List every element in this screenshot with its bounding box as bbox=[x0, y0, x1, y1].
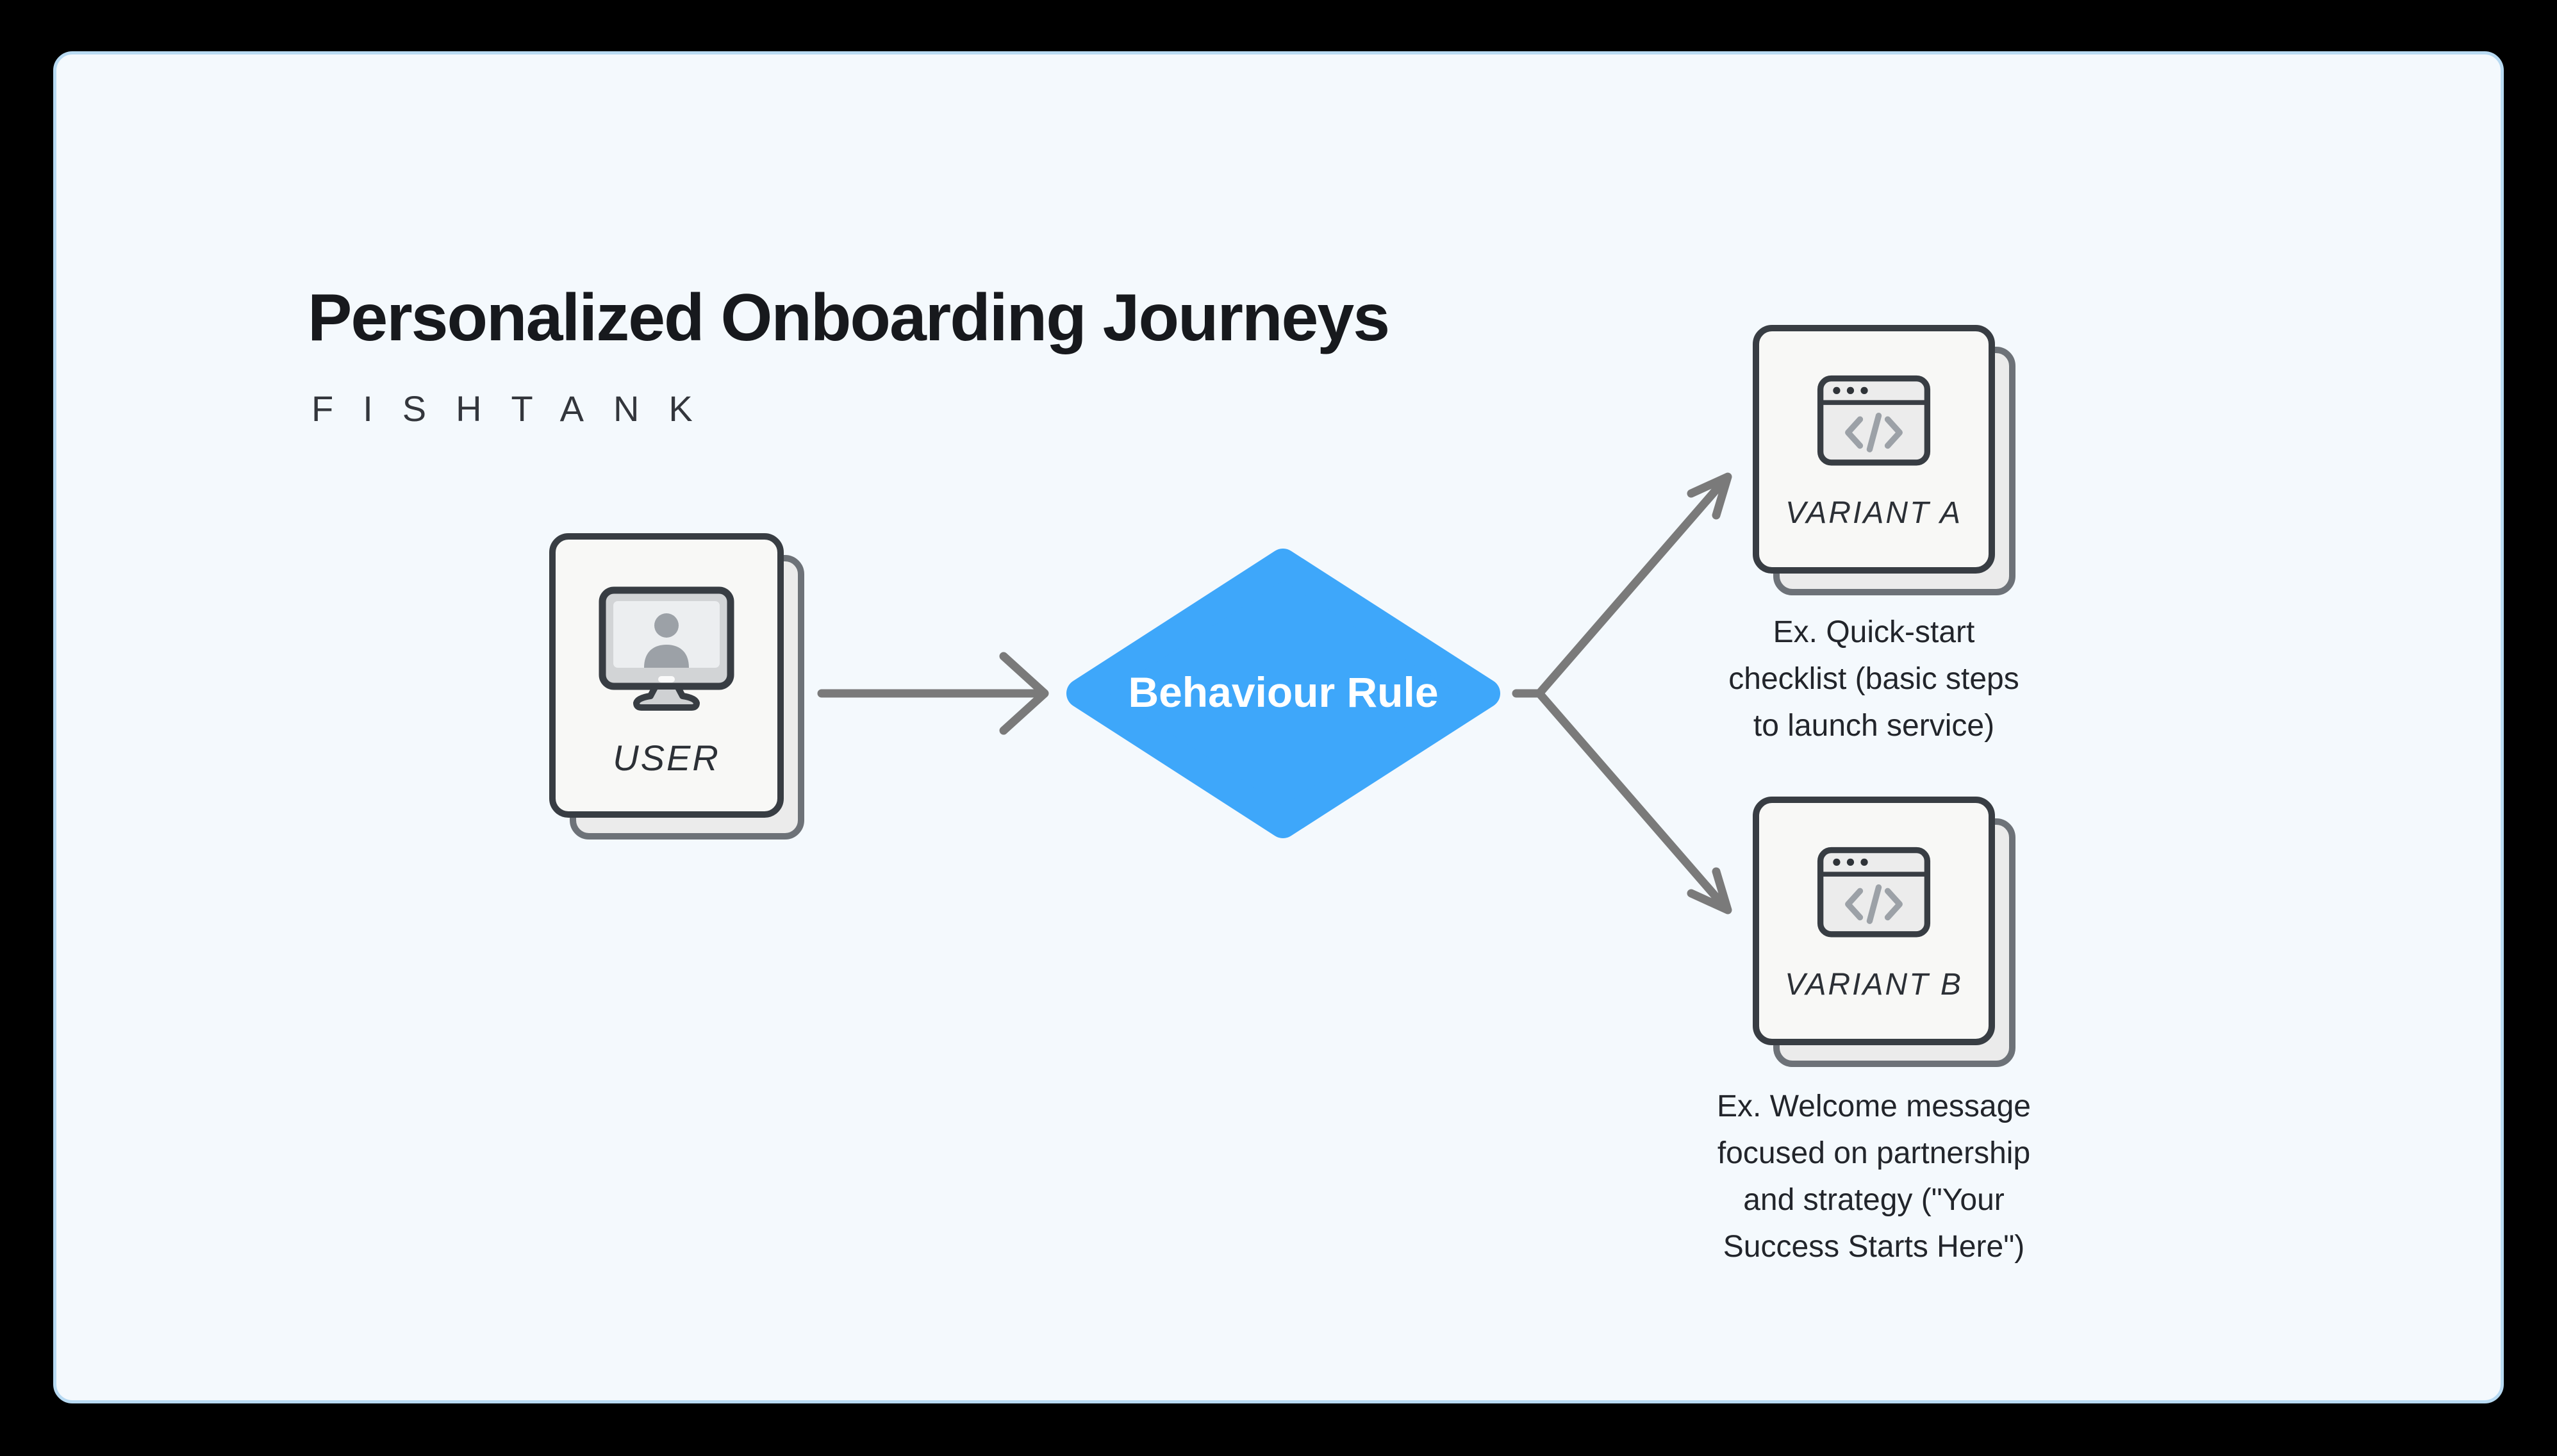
browser-dot bbox=[1833, 386, 1841, 394]
variant-b-caption: Ex. Welcome message focused on partnersh… bbox=[1717, 1089, 2031, 1264]
browser-dot bbox=[1833, 858, 1841, 866]
variant-a-caption: Ex. Quick-start checklist (basic steps t… bbox=[1728, 615, 2019, 743]
variant-b-card: VARIANT B bbox=[1753, 797, 1995, 1045]
variant-a-card: VARIANT A bbox=[1753, 325, 1995, 574]
code-glyph bbox=[1845, 413, 1903, 452]
brand-wordmark: FISHTANK bbox=[311, 388, 722, 429]
monitor-user-icon bbox=[599, 586, 734, 711]
monitor-stand bbox=[633, 683, 700, 711]
variant-b-label: VARIANT B bbox=[1785, 968, 1963, 1002]
browser-dot bbox=[1846, 858, 1855, 866]
browser-code-icon bbox=[1817, 847, 1931, 938]
behaviour-rule-label: Behaviour Rule bbox=[1128, 668, 1439, 716]
browser-dot bbox=[1860, 386, 1868, 394]
browser-dot bbox=[1846, 386, 1855, 394]
browser-dot bbox=[1860, 858, 1868, 866]
user-label: USER bbox=[613, 738, 720, 778]
variant-a-node: VARIANT A bbox=[1753, 325, 2015, 595]
code-glyph bbox=[1845, 884, 1903, 924]
person-shoulders bbox=[644, 645, 689, 668]
person-head bbox=[654, 613, 679, 638]
variant-a-label: VARIANT A bbox=[1785, 496, 1962, 530]
user-card: USER bbox=[549, 533, 784, 818]
page-title: Personalized Onboarding Journeys bbox=[308, 281, 1390, 355]
diagram-panel: Personalized Onboarding Journeys FISHTAN… bbox=[53, 51, 2504, 1403]
user-node: USER bbox=[549, 533, 804, 840]
browser-code-icon bbox=[1817, 375, 1931, 466]
variant-b-node: VARIANT B bbox=[1753, 797, 2015, 1067]
